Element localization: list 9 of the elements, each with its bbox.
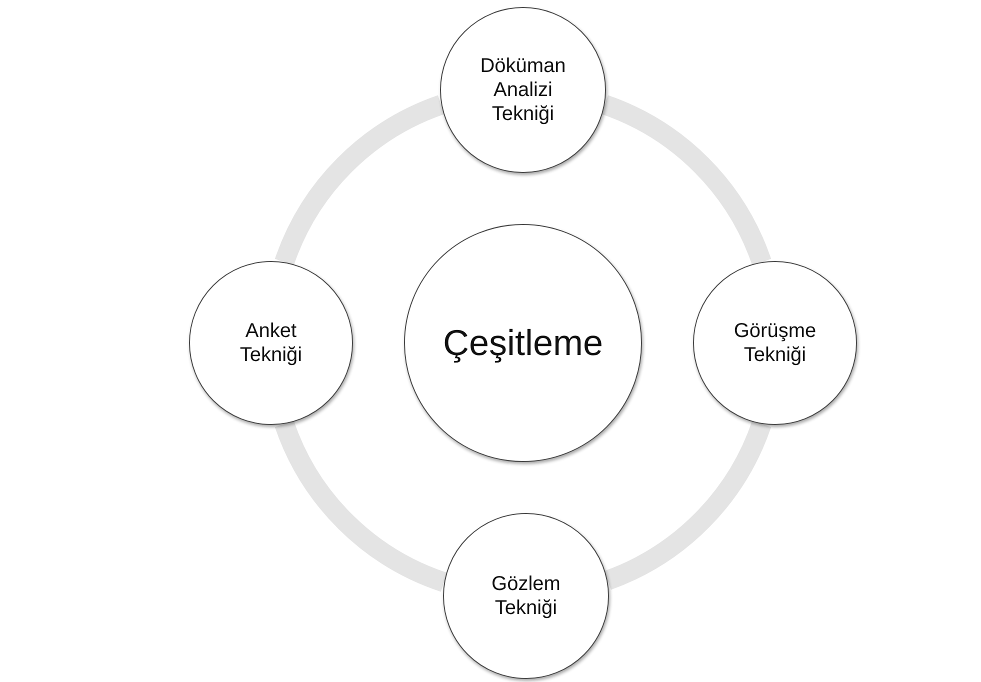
ring-arc-connector xyxy=(275,95,445,266)
ring-arc-connector xyxy=(275,420,448,592)
node-label: Anket Tekniği xyxy=(238,319,304,367)
node-label: Döküman Analizi Tekniği xyxy=(479,54,567,126)
ring-arc-connector xyxy=(604,420,771,590)
node-label: Çeşitleme xyxy=(442,321,604,365)
ring-arc-connector xyxy=(601,95,771,266)
node-label: Gözlem Tekniği xyxy=(490,572,562,620)
node-label: Görüşme Tekniği xyxy=(732,319,818,367)
